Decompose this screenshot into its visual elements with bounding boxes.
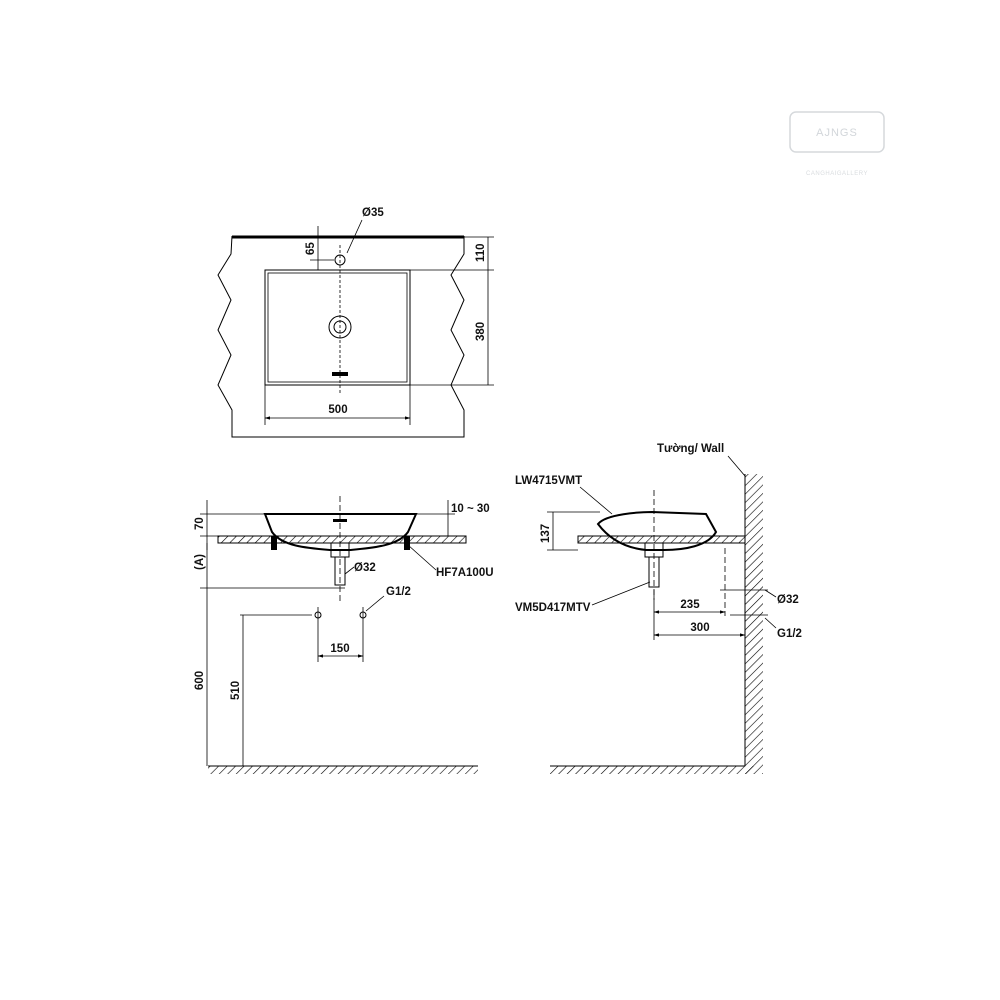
- g12-leader-side: [764, 617, 777, 629]
- dim-500-label: 500: [328, 404, 347, 416]
- dim-510-label: 510: [230, 681, 242, 700]
- countertop-outline: [217, 235, 465, 438]
- basin-inner: [267, 272, 408, 383]
- floor-hatch-side: [550, 766, 754, 774]
- basin-side: [596, 510, 718, 551]
- hole-leader: [346, 219, 363, 254]
- watermark-brand: AJNGS: [816, 127, 858, 139]
- g12-leader-front: [365, 595, 385, 612]
- waste-model-label: VM5D417MTV: [515, 602, 591, 614]
- mount-leader: [407, 544, 437, 571]
- waste-label-side: Ø32: [777, 594, 799, 606]
- hole-diameter-label: Ø35: [362, 207, 384, 219]
- watermark-tagline: CANGHAIGALLERY: [806, 171, 868, 177]
- dim-65-label: 65: [305, 242, 317, 255]
- g12-label-front: G1/2: [386, 586, 411, 598]
- waste-model-leader: [591, 581, 651, 606]
- dim-110-label: 110: [475, 243, 487, 262]
- dim-a-label: (A): [194, 554, 206, 570]
- top-view: Ø35 65 110 380 500: [217, 207, 494, 438]
- g12-label-side: G1/2: [777, 628, 802, 640]
- wall-hatch: [745, 474, 763, 774]
- basin-model-leader: [579, 486, 613, 515]
- drain-tail-front: [334, 556, 346, 586]
- side-view: Tường/ Wall LW4715VMT 137 VM5D417MTV 235…: [515, 443, 802, 774]
- bracket-left: [271, 536, 277, 550]
- overflow-front: [333, 519, 347, 522]
- countertop-front: [217, 535, 467, 544]
- floor-hatch-front: [208, 766, 478, 774]
- dim-380-label: 380: [475, 322, 487, 341]
- basin-front: [263, 513, 418, 551]
- waste-label-front: Ø32: [354, 562, 376, 574]
- dim-137-label: 137: [540, 524, 552, 543]
- waste-leader-side: [764, 589, 777, 598]
- waste-leader-front: [344, 566, 355, 575]
- dim-1030-label: 10 ~ 30: [451, 503, 490, 515]
- drain-tail-side: [648, 556, 660, 588]
- dim-300-label: 300: [690, 622, 709, 634]
- basin-outer: [264, 269, 411, 386]
- dim-600-label: 600: [194, 671, 206, 690]
- dim-70-label: 70: [194, 517, 206, 530]
- dim-235-label: 235: [680, 599, 700, 611]
- mount-label: HF7A100U: [436, 567, 494, 579]
- basin-model-label: LW4715VMT: [515, 475, 582, 487]
- watermark-logo: AJNGS CANGHAIGALLERY: [789, 111, 885, 177]
- countertop-side: [577, 535, 746, 544]
- wall-leader: [727, 455, 746, 477]
- front-view: 70 (A) 600 510 150 G1/2 Ø32 10 ~ 30 HF7A…: [194, 496, 494, 774]
- wall-label: Tường/ Wall: [657, 443, 724, 455]
- dim-150-label: 150: [330, 643, 349, 655]
- bracket-right: [404, 536, 410, 550]
- overflow-slot: [332, 372, 348, 376]
